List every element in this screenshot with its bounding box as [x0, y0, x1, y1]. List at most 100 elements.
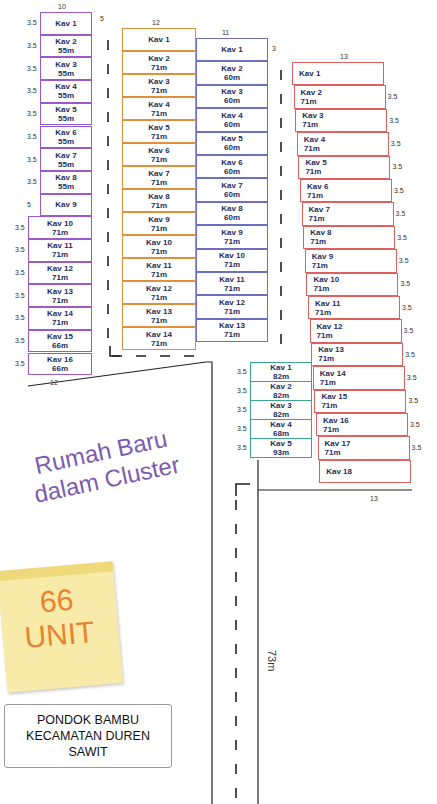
dimension: 3.5	[392, 162, 402, 171]
house-lot: Kav 860m	[196, 202, 268, 225]
dimension: 3.5	[412, 443, 422, 452]
lot-number: Kav 5	[55, 105, 76, 114]
dimension: 3.5	[391, 139, 401, 148]
lot-number: Kav 2	[55, 37, 76, 46]
lot-number: Kav 3	[55, 60, 76, 69]
lot-number: Kav 10	[146, 238, 172, 247]
lot-number: Kav 9	[148, 215, 169, 224]
lot-number: Kav 15	[47, 332, 73, 341]
house-lot: Kav 1171m	[122, 258, 196, 281]
dimension: 11	[222, 28, 229, 37]
lot-area: 71m	[52, 228, 68, 237]
house-lot: Kav 593m	[250, 438, 312, 458]
dimension: 12	[152, 18, 160, 27]
lot-number: Kav 13	[318, 345, 344, 354]
lot-area: 71m	[318, 354, 334, 363]
house-lot: Kav 355m	[40, 57, 92, 80]
unit-count: 66 UNIT	[13, 580, 103, 655]
house-lot: Kav 1071m	[196, 249, 268, 272]
house-lot: Kav 1171m	[308, 296, 400, 319]
dimension: 3.5	[389, 116, 399, 125]
lot-number: Kav 11	[315, 299, 340, 308]
lot-number: Kav 14	[146, 330, 172, 339]
dimension: 3.5	[27, 86, 37, 95]
lot-area: 71m	[151, 132, 167, 141]
house-lot: Kav 18	[319, 460, 411, 483]
dimension: 3.5	[399, 256, 409, 265]
house-lot: Kav 1471m	[28, 307, 92, 330]
lot-area: 60m	[224, 143, 240, 152]
house-lot: Kav 260m	[196, 61, 268, 84]
house-lot: Kav 671m	[122, 143, 196, 166]
lot-area: 71m	[224, 330, 240, 339]
house-lot: Kav 282m	[250, 381, 312, 401]
house-lot: Kav 660m	[196, 155, 268, 178]
road-centerline	[280, 70, 282, 350]
lot-area: 71m	[321, 401, 337, 410]
dimension: 3.5	[15, 313, 25, 322]
lot-number: Kav 5	[270, 439, 291, 448]
road-centerline	[235, 500, 237, 804]
house-lot: Kav 1271m	[122, 281, 196, 304]
lot-number: Kav 1	[148, 35, 169, 44]
road-edge	[258, 489, 412, 490]
dimension: 3	[272, 44, 276, 53]
lot-area: 93m	[273, 448, 289, 457]
house-lot: Kav 1371m	[311, 343, 403, 366]
house-lot: Kav 755m	[40, 148, 92, 171]
road-centerline	[107, 40, 109, 350]
house-lot: Kav 560m	[196, 132, 268, 155]
lot-area: 60m	[224, 73, 240, 82]
lot-area: 71m	[151, 178, 167, 187]
lot-number: Kav 1	[55, 19, 76, 28]
lot-area: 71m	[151, 109, 167, 118]
house-lot: Kav 455m	[40, 80, 92, 103]
dimension: 12	[50, 378, 58, 387]
dimension: 3.5	[397, 233, 407, 242]
house-lot: Kav 1371m	[196, 319, 268, 342]
lot-number: Kav 18	[326, 467, 352, 476]
dimension: 3.5	[396, 209, 406, 218]
lot-number: Kav 6	[148, 146, 169, 155]
lot-area: 71m	[151, 155, 167, 164]
lot-area: 66m	[52, 341, 68, 350]
note-strip	[0, 561, 113, 581]
lot-number: Kav 16	[47, 355, 73, 364]
house-lot: Kav 1171m	[196, 272, 268, 295]
house-lot: Kav 1	[292, 62, 384, 85]
lot-number: Kav 17	[325, 439, 351, 448]
lot-number: Kav 5	[305, 158, 326, 167]
house-lot: Kav 1771m	[318, 436, 410, 459]
house-lot: Kav 271m	[294, 85, 386, 108]
lot-number: Kav 9	[312, 252, 333, 261]
lot-number: Kav 8	[55, 173, 76, 182]
lot-area: 82m	[273, 410, 289, 419]
lot-number: Kav 16	[323, 416, 349, 425]
dimension: 3.5	[27, 109, 37, 118]
lot-area: 71m	[151, 247, 167, 256]
lot-number: Kav 11	[146, 261, 171, 270]
lot-area: 60m	[224, 167, 240, 176]
dimension: 3.5	[15, 359, 25, 368]
lot-number: Kav 4	[55, 82, 76, 91]
house-lot: Kav 760m	[196, 178, 268, 201]
house-lot: Kav 655m	[40, 126, 92, 149]
house-lot: Kav 471m	[122, 97, 196, 120]
lot-number: Kav 12	[146, 284, 172, 293]
lot-area: 71m	[52, 296, 68, 305]
dimension: 3.5	[237, 443, 247, 452]
house-lot: Kav 571m	[122, 120, 196, 143]
lot-area: 71m	[310, 237, 326, 246]
road-corner	[236, 484, 250, 496]
lot-number: Kav 7	[148, 169, 169, 178]
lot-area: 55m	[58, 69, 74, 78]
dimension: 3.5	[407, 373, 417, 382]
dimension: 3.5	[410, 420, 420, 429]
dimension: 3.5	[237, 386, 247, 395]
lot-area: 71m	[317, 331, 333, 340]
road-centerline	[112, 355, 200, 357]
lot-number: Kav 14	[320, 369, 346, 378]
dimension: 3.5	[237, 424, 247, 433]
road-corner	[110, 346, 120, 356]
